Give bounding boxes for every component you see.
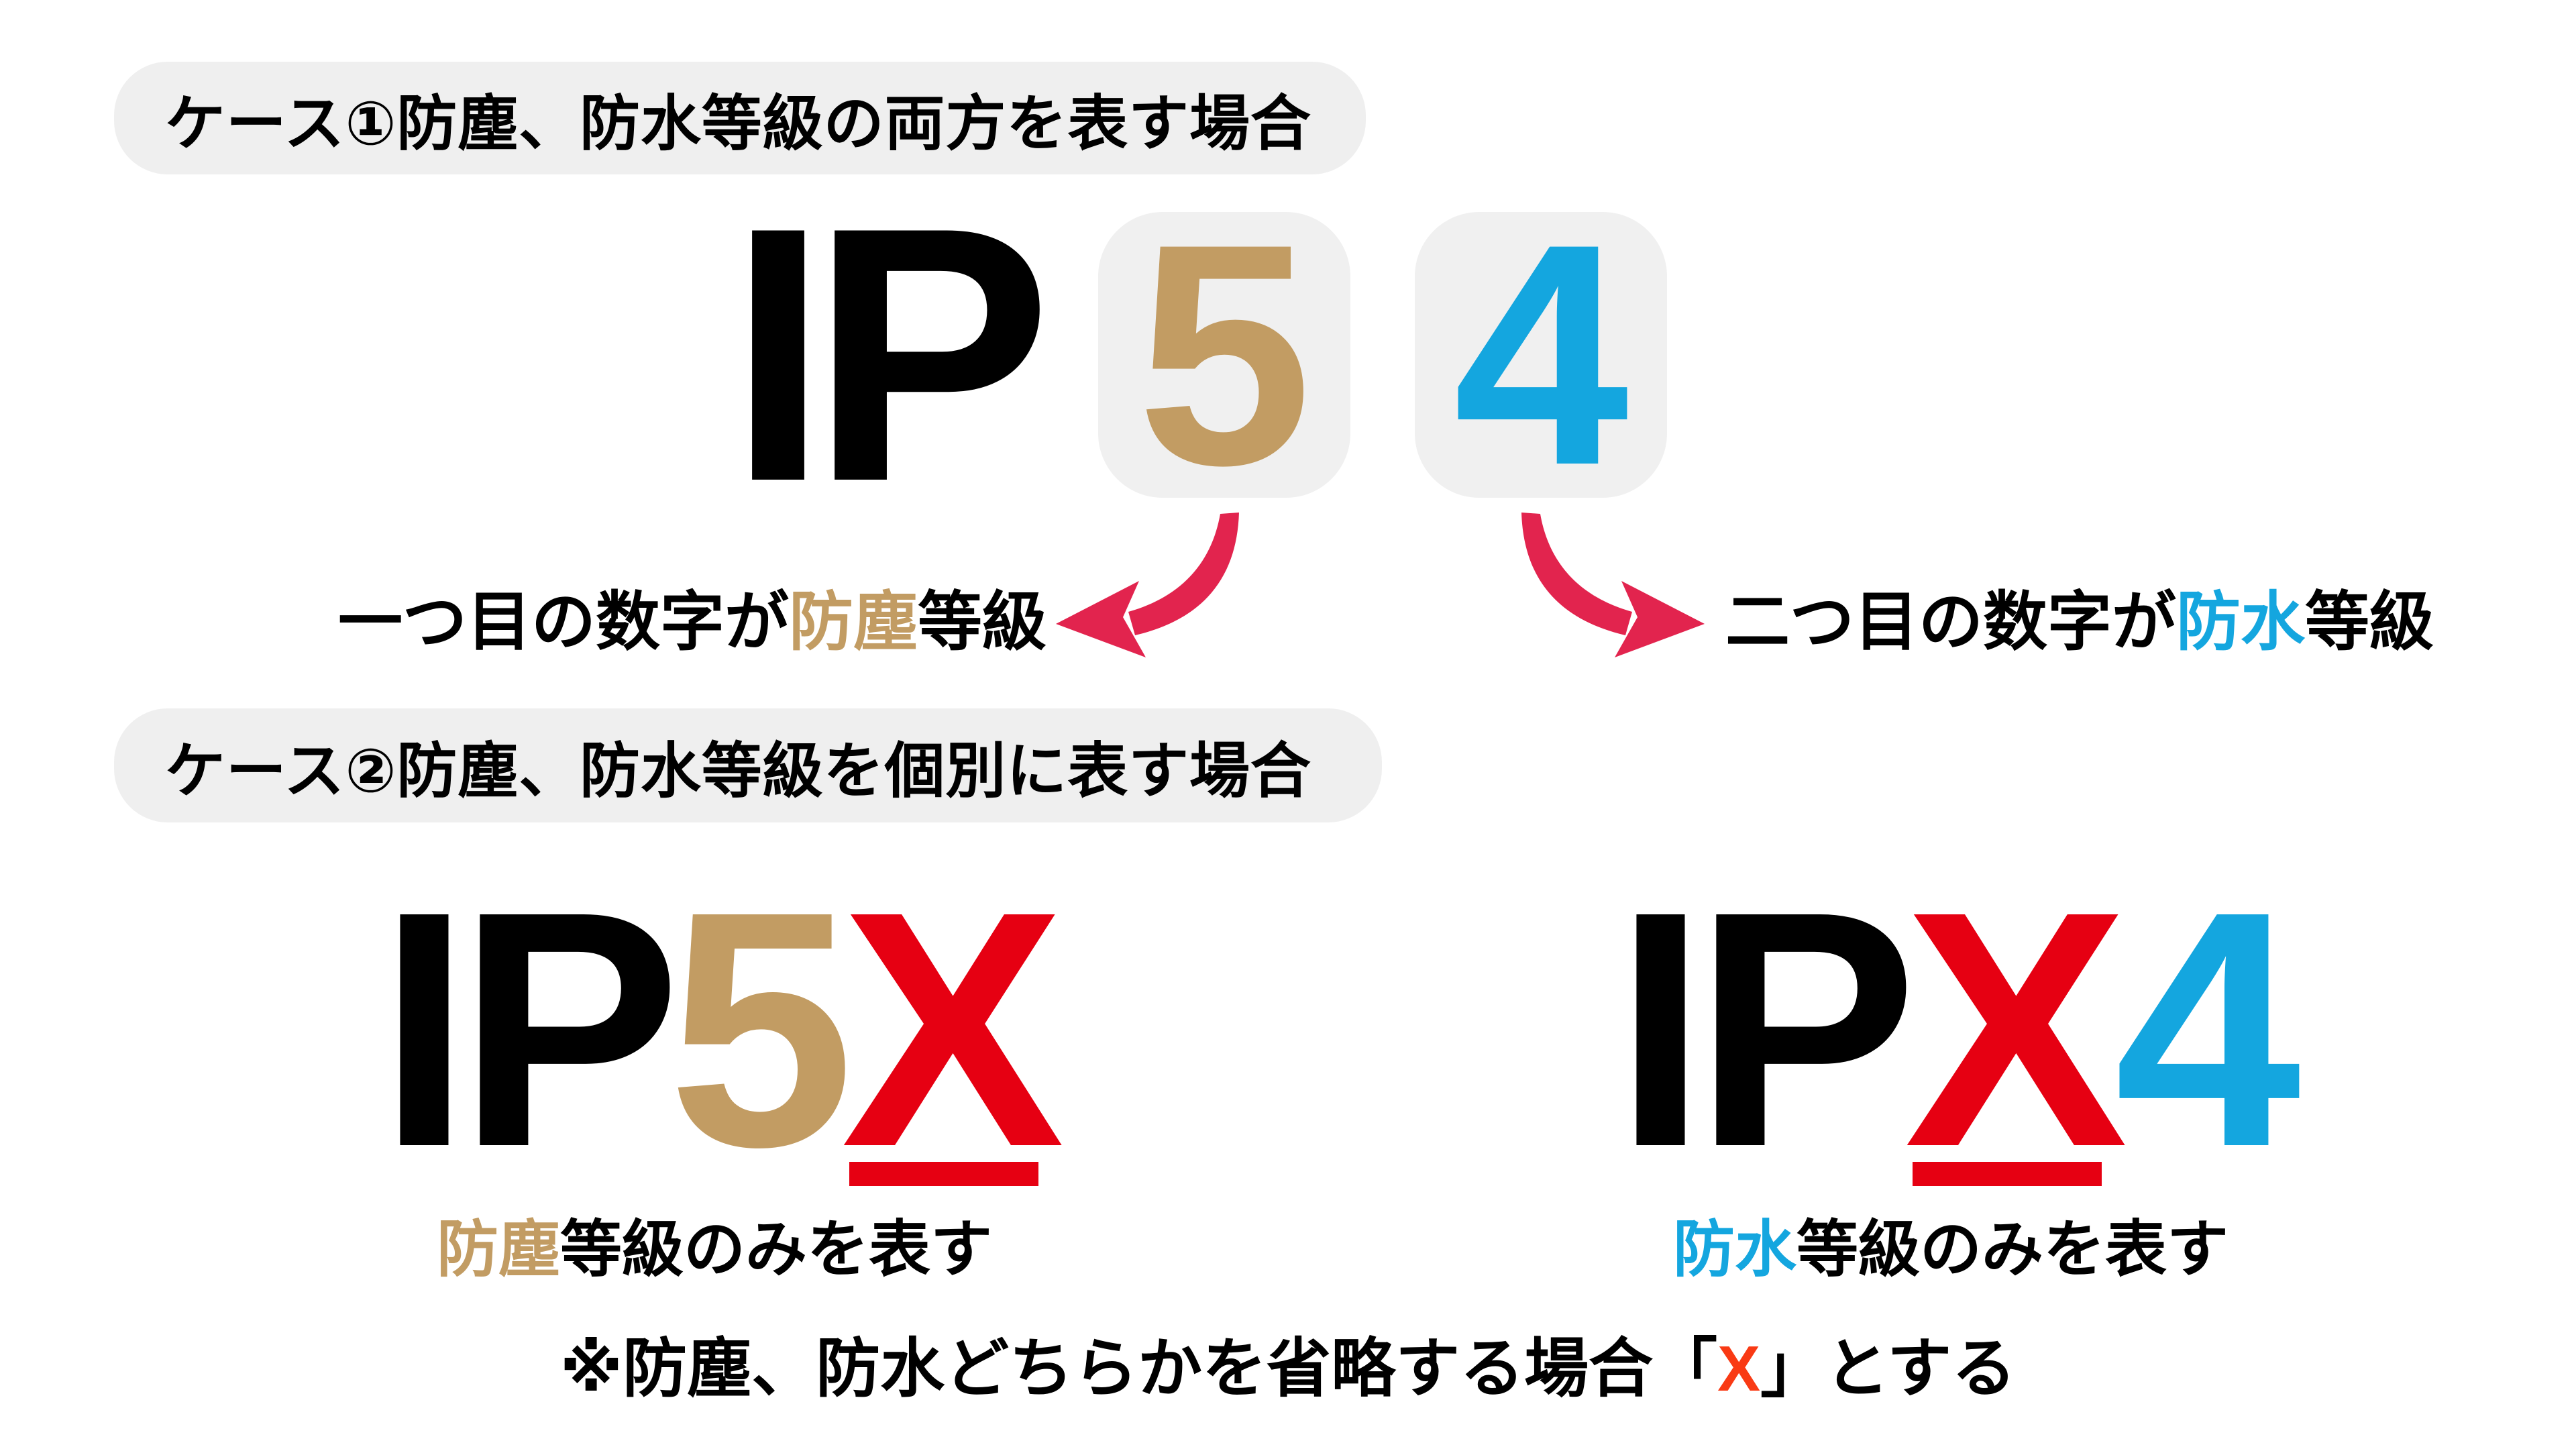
ipx4-digit: 4 (2114, 841, 2301, 1216)
curved-arrow-right-icon (1521, 513, 1705, 657)
second-digit-annotation: 二つ目の数字が防水等級 (1725, 582, 2557, 663)
dust-highlight: 防塵 (789, 586, 918, 658)
first-digit-annotation: 一つ目の数字が防塵等級 (268, 582, 1046, 663)
annotation-text: 一つ目の数字が (338, 586, 789, 658)
annotation-text: 二つ目の数字が (1725, 586, 2176, 658)
dust-caption: 防塵等級のみを表す (268, 1199, 1161, 1289)
water-caption: 防水等級のみを表す (1505, 1199, 2397, 1289)
ip5x-prefix: IP (378, 841, 681, 1216)
footnote-post: 」とする (1760, 1333, 2017, 1405)
dust-caption-rest: 等級のみを表す (560, 1216, 993, 1284)
x-underline (1912, 1162, 2102, 1186)
ip5x-code: IP5X (268, 861, 1161, 1197)
ipx4-x: X (1904, 841, 2127, 1216)
case2-label-pill: ケース②防塵、防水等級を個別に表す場合 (114, 708, 1382, 822)
ipx4-prefix: IP (1614, 841, 1917, 1216)
footnote: ※防塵、防水どちらかを省略する場合「X」とする (0, 1316, 2576, 1409)
water-highlight: 防水 (2176, 586, 2305, 658)
water-digit-box: 4 (1415, 197, 1668, 513)
ip54-prefix: IP (728, 152, 1052, 557)
dust-digit-box: 5 (1098, 197, 1351, 513)
annotation-text-suffix: 等級 (918, 586, 1046, 658)
footnote-pre: ※防塵、防水どちらかを省略する場合「 (559, 1333, 1718, 1405)
dust-digit: 5 (1136, 178, 1312, 531)
footnote-x: X (1717, 1333, 1761, 1405)
x-underline (849, 1162, 1039, 1186)
water-caption-rest: 等級のみを表す (1796, 1216, 2229, 1284)
water-digit: 4 (1453, 178, 1629, 531)
dust-caption-highlight: 防塵 (436, 1216, 560, 1284)
water-caption-highlight: 防水 (1672, 1216, 1796, 1284)
ip54-code: IP 5 4 (728, 174, 1668, 536)
case1-label: ケース①防塵、防水等級の両方を表す場合 (165, 91, 1311, 158)
case1-label-pill: ケース①防塵、防水等級の両方を表す場合 (114, 62, 1366, 174)
case2-label: ケース②防塵、防水等級を個別に表す場合 (165, 738, 1311, 805)
ip5x-x: X (841, 841, 1065, 1216)
curved-arrow-left-icon (1056, 513, 1239, 657)
annotation-text-suffix: 等級 (2305, 586, 2434, 658)
ip5x-digit: 5 (667, 841, 854, 1216)
